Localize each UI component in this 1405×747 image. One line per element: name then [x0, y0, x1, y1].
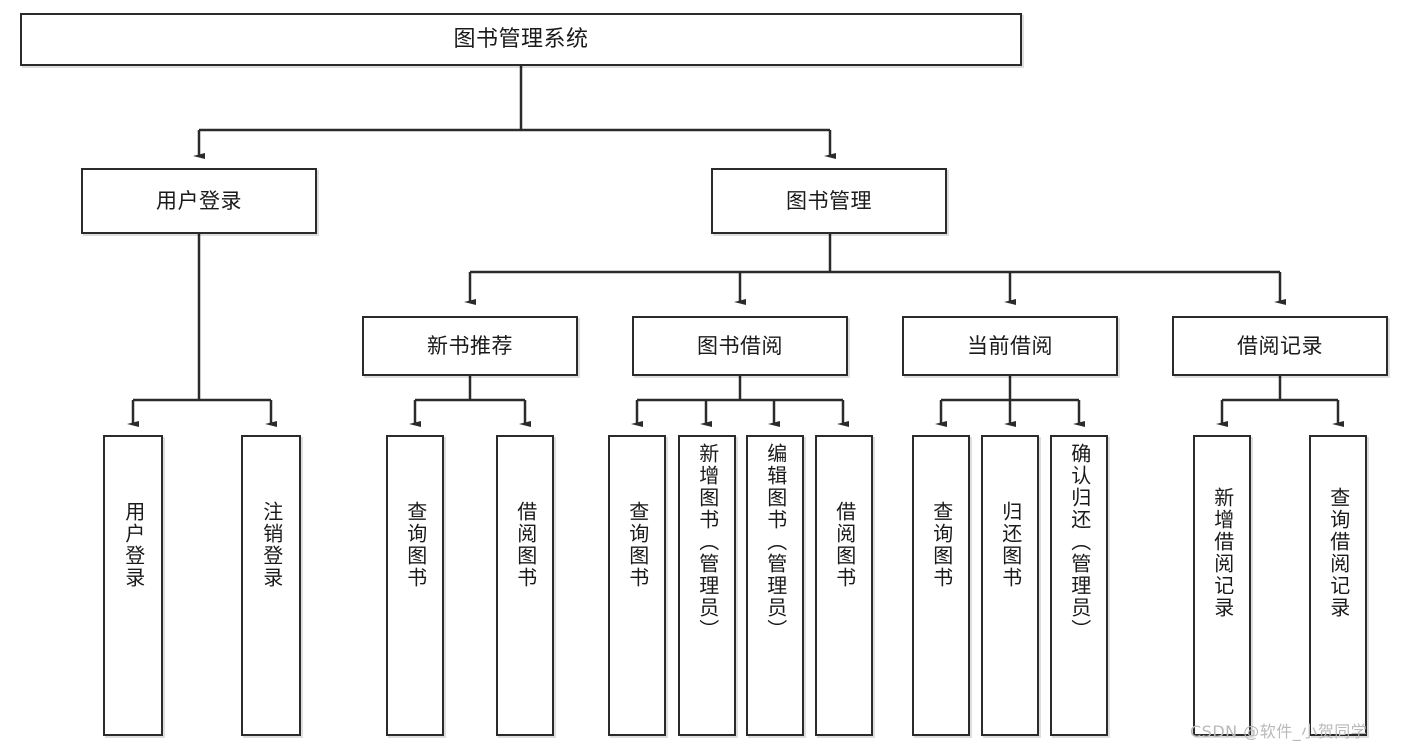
node-leaf-add-borrow-record[interactable]: 新增借阅记录: [1193, 435, 1251, 736]
node-leaf-query-book-current-label: 查询图书: [929, 501, 954, 589]
node-leaf-borrow-book[interactable]: 借阅图书: [815, 435, 873, 736]
node-user-login-label: 用户登录: [156, 188, 242, 213]
node-book-borrow-label: 图书借阅: [697, 333, 783, 358]
node-new-book-recommend[interactable]: 新书推荐: [362, 316, 578, 376]
node-new-book-recommend-label: 新书推荐: [427, 333, 513, 358]
node-leaf-edit-book-admin[interactable]: 编辑图书（管理员）: [746, 435, 804, 736]
node-leaf-user-login-label: 用户登录: [121, 501, 146, 589]
node-leaf-query-book-borrow[interactable]: 查询图书: [608, 435, 666, 736]
node-root-label: 图书管理系统: [453, 26, 589, 52]
node-leaf-borrow-book-label: 借阅图书: [832, 501, 857, 589]
node-leaf-user-login[interactable]: 用户登录: [103, 435, 163, 736]
node-user-login[interactable]: 用户登录: [81, 168, 317, 234]
node-leaf-return-book-label: 归还图书: [998, 501, 1023, 589]
node-leaf-logout[interactable]: 注销登录: [241, 435, 301, 736]
csdn-watermark: CSDN @软件_小贺同学: [1190, 722, 1368, 741]
node-leaf-query-borrow-record-label: 查询借阅记录: [1326, 487, 1351, 619]
node-book-borrow[interactable]: 图书借阅: [632, 316, 848, 376]
node-leaf-return-book[interactable]: 归还图书: [981, 435, 1039, 736]
node-borrow-record[interactable]: 借阅记录: [1172, 316, 1388, 376]
node-leaf-logout-label: 注销登录: [259, 501, 284, 589]
node-leaf-query-book-recommend[interactable]: 查询图书: [386, 435, 444, 736]
node-leaf-add-book-admin[interactable]: 新增图书（管理员）: [678, 435, 736, 736]
node-leaf-borrow-book-recommend[interactable]: 借阅图书: [496, 435, 554, 736]
node-leaf-borrow-book-recommend-label: 借阅图书: [513, 501, 538, 589]
node-leaf-edit-book-admin-label: 编辑图书（管理员）: [763, 443, 788, 641]
node-current-borrow[interactable]: 当前借阅: [902, 316, 1118, 376]
node-book-management-label: 图书管理: [786, 188, 872, 213]
node-leaf-query-book-current[interactable]: 查询图书: [912, 435, 970, 736]
node-root[interactable]: 图书管理系统: [20, 13, 1022, 66]
node-current-borrow-label: 当前借阅: [967, 333, 1053, 358]
node-leaf-query-borrow-record[interactable]: 查询借阅记录: [1309, 435, 1367, 736]
node-leaf-confirm-return-admin-label: 确认归还（管理员）: [1067, 443, 1092, 641]
node-leaf-query-book-recommend-label: 查询图书: [403, 501, 428, 589]
node-leaf-add-book-admin-label: 新增图书（管理员）: [695, 443, 720, 641]
node-leaf-query-book-borrow-label: 查询图书: [625, 501, 650, 589]
node-leaf-confirm-return-admin[interactable]: 确认归还（管理员）: [1050, 435, 1108, 736]
node-book-management[interactable]: 图书管理: [711, 168, 947, 234]
node-borrow-record-label: 借阅记录: [1237, 333, 1323, 358]
node-leaf-add-borrow-record-label: 新增借阅记录: [1210, 487, 1235, 619]
